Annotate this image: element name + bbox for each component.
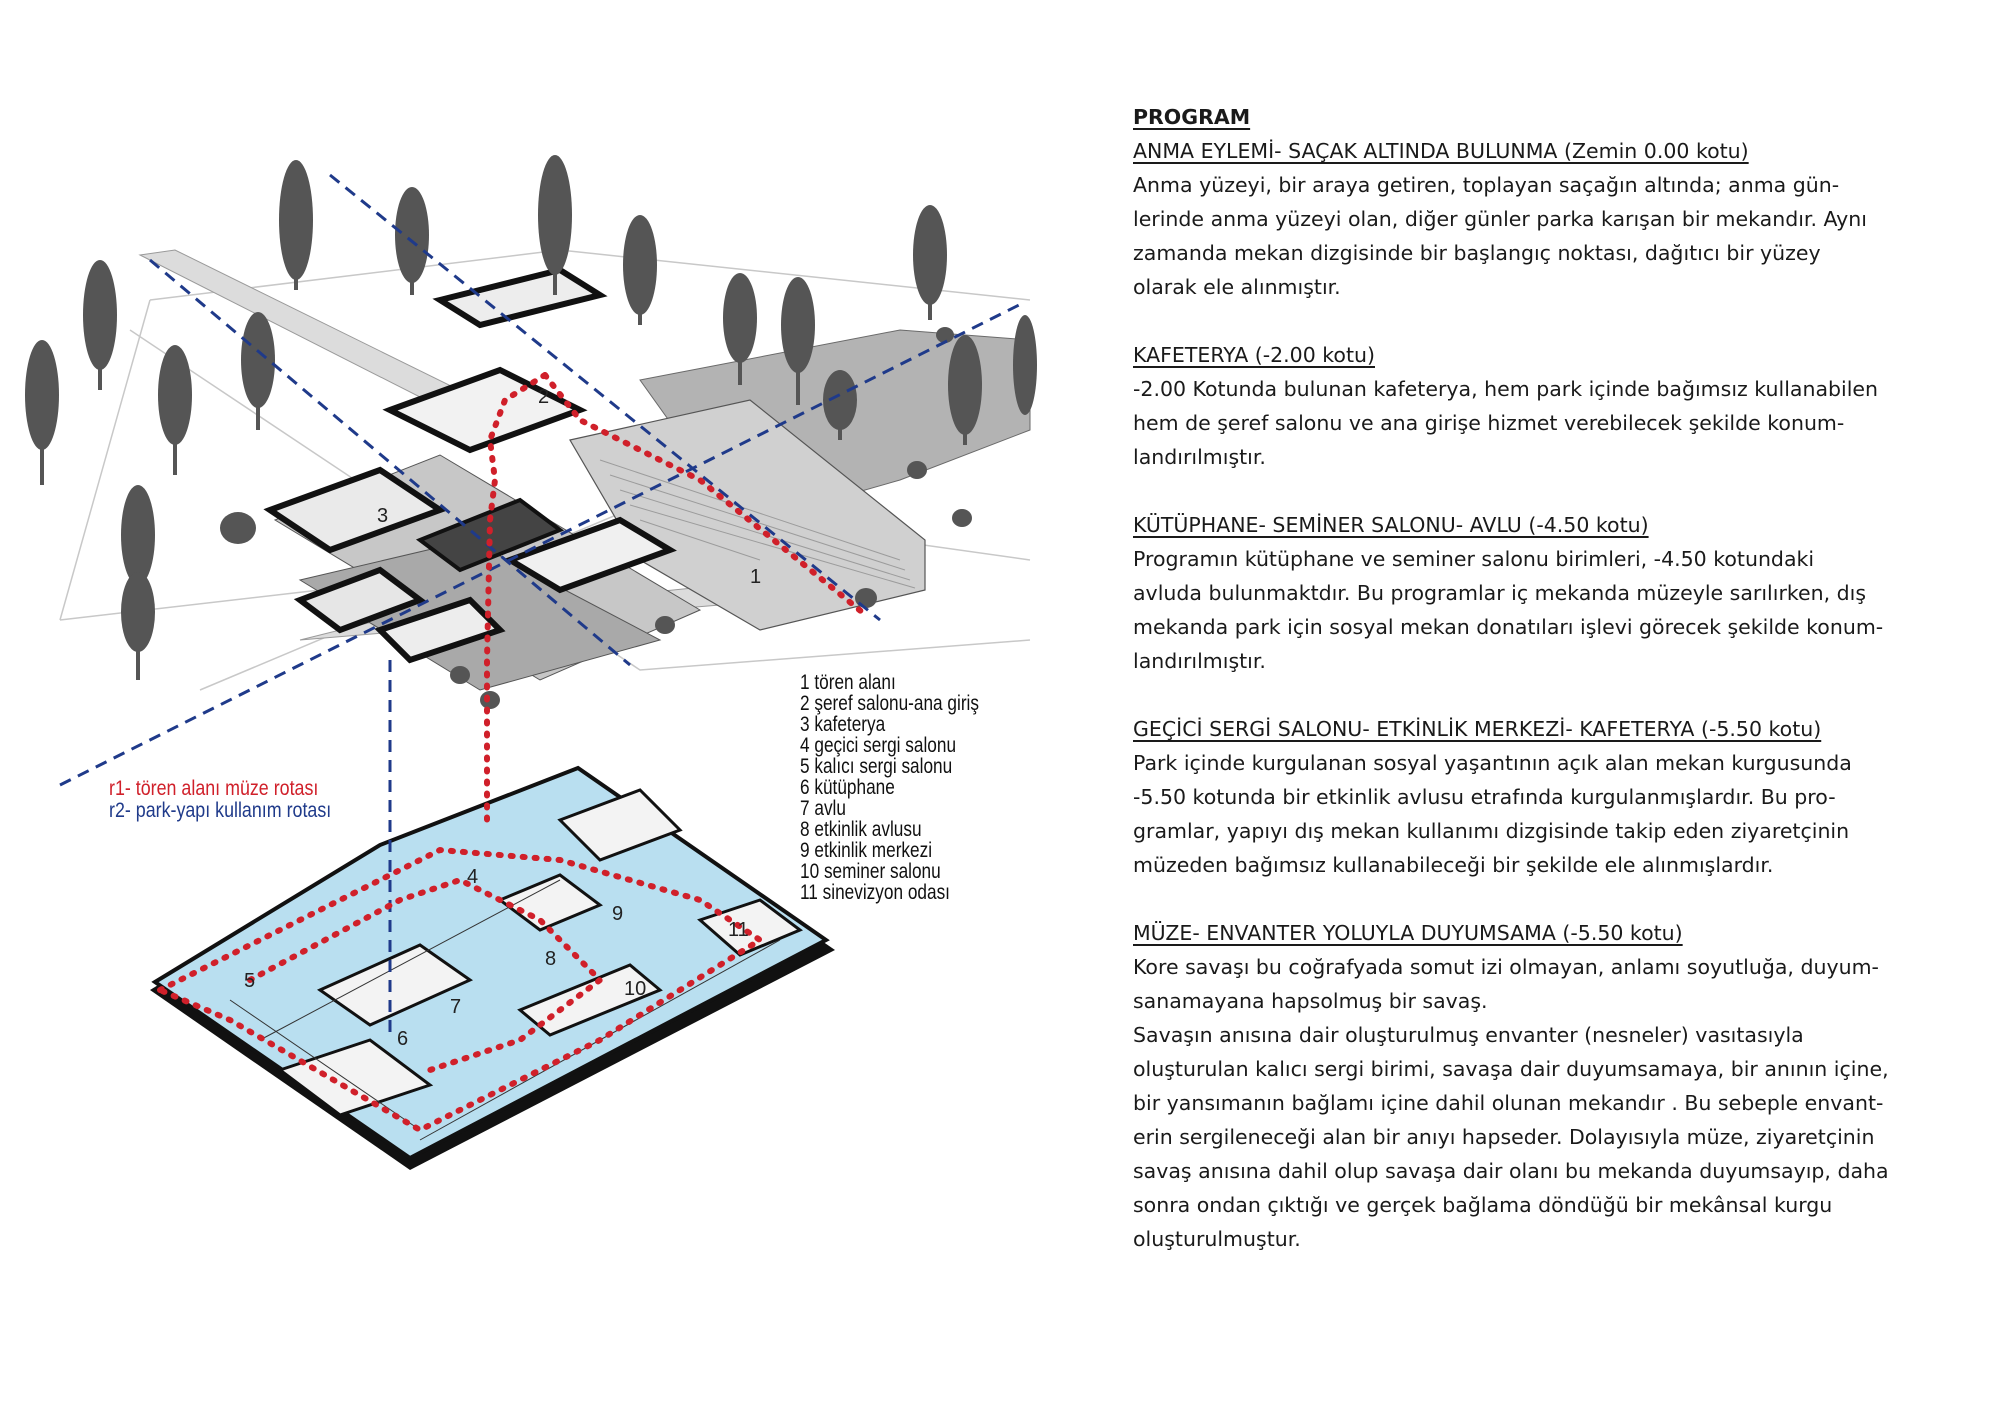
- tree: [241, 312, 275, 430]
- section-line: savaş anısına dahil olup savaşa dair ola…: [1133, 1159, 1889, 1183]
- section-line: mekanda park için sosyal mekan donatılar…: [1133, 615, 1884, 639]
- label-6: 6: [397, 1028, 408, 1050]
- trees: [25, 155, 1037, 709]
- tree: [480, 691, 500, 709]
- legend-item: 3 kafeterya: [800, 713, 886, 736]
- section-line: lerinde anma yüzeyi olan, diğer günler p…: [1133, 207, 1867, 231]
- legend-item: 6 kütüphane: [800, 776, 895, 799]
- tree: [907, 461, 927, 479]
- tree: [395, 187, 429, 295]
- legend-item: 1 tören alanı: [800, 671, 896, 694]
- tree: [936, 327, 954, 343]
- section-line: Park içinde kurgulanan sosyal yaşantının…: [1133, 751, 1852, 775]
- label-5: 5: [244, 970, 255, 992]
- lower-level-plan: [150, 765, 835, 1170]
- tree: [855, 588, 877, 608]
- section-heading: GEÇİCİ SERGİ SALONU- ETKİNLİK MERKEZİ- K…: [1133, 717, 1822, 741]
- section-line: landırılmıştır.: [1133, 649, 1266, 673]
- tree: [781, 277, 815, 405]
- section-kafeterya: KAFETERYA (-2.00 kotu) -2.00 Kotunda bul…: [1133, 338, 1953, 474]
- floor-numbers: 1 2 3 4 5 6 7 8 9 10 11: [244, 386, 761, 1050]
- section-heading: ANMA EYLEMİ- SAÇAK ALTINDA BULUNMA (Zemi…: [1133, 139, 1749, 163]
- label-4: 4: [467, 866, 478, 888]
- tree: [25, 340, 59, 485]
- section-line: bir yansımanın bağlamı içine dahil oluna…: [1133, 1091, 1884, 1115]
- tree: [948, 335, 982, 445]
- label-9: 9: [612, 903, 623, 925]
- section-line: sonra ondan çıktığı ve gerçek bağlama dö…: [1133, 1193, 1833, 1217]
- axonometric-diagram: 1 2 3 4 5 6 7 8 9 10 11: [25, 155, 1037, 1170]
- tree: [655, 616, 675, 634]
- route-r1-label: r1- tören alanı müze rotası: [109, 777, 319, 800]
- label-8: 8: [545, 948, 556, 970]
- legend-item: 7 avlu: [800, 797, 846, 820]
- legend-item: 5 kalıcı sergi salonu: [800, 755, 953, 778]
- section-line: Anma yüzeyi, bir araya getiren, toplayan…: [1133, 173, 1840, 197]
- route-r1: [157, 372, 865, 1134]
- legend: 1 tören alanı 2 şeref salonu-ana giriş 3…: [800, 672, 1013, 903]
- legend-item: 11 sinevizyon odası: [800, 881, 950, 904]
- section-line: avluda bulunmaktdır. Bu programlar iç me…: [1133, 581, 1867, 605]
- tree: [913, 205, 947, 320]
- program-title: PROGRAM: [1133, 105, 1251, 129]
- section-line: Savaşın anısına dair oluşturulmuş envant…: [1133, 1023, 1804, 1047]
- section-line: -2.00 Kotunda bulunan kafeterya, hem par…: [1133, 377, 1879, 401]
- route-legend: r1- tören alanı müze rotası r2- park-yap…: [109, 778, 331, 822]
- section-line: olarak ele alınmıştır.: [1133, 275, 1341, 299]
- route-r2: [59, 173, 1026, 1040]
- program-text: PROGRAM ANMA EYLEMİ- SAÇAK ALTINDA BULUN…: [1133, 100, 1953, 1290]
- label-10: 10: [624, 978, 646, 1000]
- tree: [952, 509, 972, 527]
- tree: [723, 273, 757, 385]
- section-line: müzeden bağımsız kullanabileceği bir şek…: [1133, 853, 1774, 877]
- section-kutuphane: KÜTÜPHANE- SEMİNER SALONU- AVLU (-4.50 k…: [1133, 508, 1953, 678]
- section-gecici-sergi: GEÇİCİ SERGİ SALONU- ETKİNLİK MERKEZİ- K…: [1133, 712, 1953, 882]
- tree: [158, 345, 192, 475]
- legend-item: 8 etkinlik avlusu: [800, 818, 922, 841]
- legend-item: 9 etkinlik merkezi: [800, 839, 933, 862]
- section-line: Programın kütüphane ve seminer salonu bi…: [1133, 547, 1815, 571]
- section-line: erin sergileneceği alan bir anıyı hapsed…: [1133, 1125, 1875, 1149]
- section-heading: KAFETERYA (-2.00 kotu): [1133, 343, 1375, 367]
- tree: [121, 572, 155, 680]
- section-heading: KÜTÜPHANE- SEMİNER SALONU- AVLU (-4.50 k…: [1133, 513, 1649, 537]
- section-line: -5.50 kotunda bir etkinlik avlusu etrafı…: [1133, 785, 1836, 809]
- tree: [279, 160, 313, 290]
- route-r2-label: r2- park-yapı kullanım rotası: [109, 799, 332, 822]
- tree: [823, 370, 857, 440]
- section-anma: ANMA EYLEMİ- SAÇAK ALTINDA BULUNMA (Zemi…: [1133, 134, 1953, 304]
- tree: [623, 215, 657, 325]
- section-muze: MÜZE- ENVANTER YOLUYLA DUYUMSAMA (-5.50 …: [1133, 916, 1953, 1256]
- tree: [450, 666, 470, 684]
- legend-item: 2 şeref salonu-ana giriş: [800, 692, 980, 715]
- section-line: landırılmıştır.: [1133, 445, 1266, 469]
- label-1: 1: [750, 566, 761, 588]
- section-line: oluşturulan kalıcı sergi birimi, savaşa …: [1133, 1057, 1889, 1081]
- section-heading: MÜZE- ENVANTER YOLUYLA DUYUMSAMA (-5.50 …: [1133, 921, 1683, 945]
- label-11: 11: [728, 919, 749, 941]
- tree: [1013, 315, 1037, 415]
- label-7: 7: [450, 996, 461, 1018]
- section-line: hem de şeref salonu ve ana girişe hizmet…: [1133, 411, 1845, 435]
- tree: [220, 512, 256, 544]
- label-3: 3: [377, 505, 388, 527]
- legend-item: 10 seminer salonu: [800, 860, 941, 883]
- section-line: oluşturulmuştur.: [1133, 1227, 1301, 1251]
- tree: [538, 155, 572, 295]
- building-volumes: [263, 266, 677, 664]
- label-2: 2: [538, 386, 549, 408]
- section-line: gramlar, yapıyı dış mekan kullanımı dizg…: [1133, 819, 1850, 843]
- legend-item: 4 geçici sergi salonu: [800, 734, 957, 757]
- section-line: Kore savaşı bu coğrafyada somut izi olma…: [1133, 955, 1879, 979]
- section-line: zamanda mekan dizgisinde bir başlangıç n…: [1133, 241, 1821, 265]
- section-line: sanamayana hapsolmuş bir savaş.: [1133, 989, 1488, 1013]
- tree: [83, 260, 117, 390]
